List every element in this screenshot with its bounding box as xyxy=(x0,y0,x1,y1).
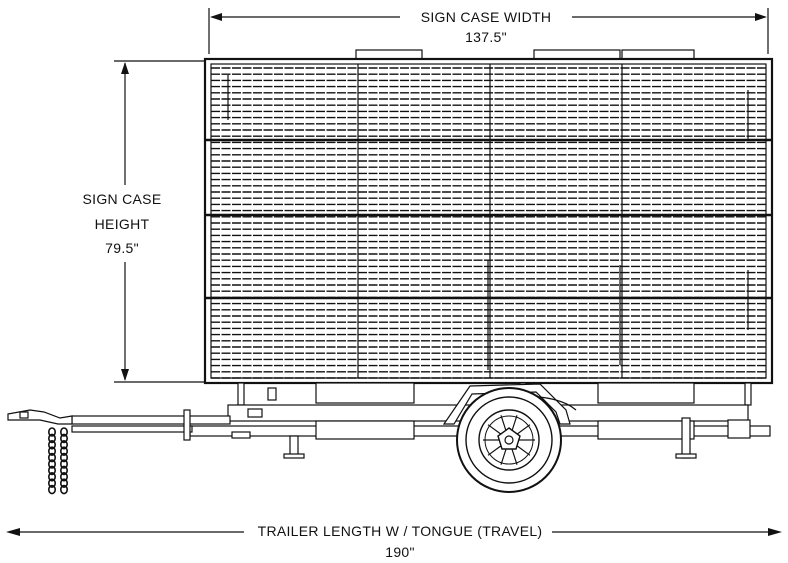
width-dimension: SIGN CASE WIDTH 137.5" xyxy=(208,8,769,54)
wheel-spoke xyxy=(511,415,518,431)
height-arrow-top xyxy=(121,62,129,74)
hitch-coupler xyxy=(7,409,73,425)
wheel-spokes xyxy=(483,415,535,465)
front-jack xyxy=(183,409,191,441)
wheel-spoke xyxy=(487,424,502,435)
chain-link xyxy=(47,439,56,450)
chain-link xyxy=(47,465,56,476)
wheel-spoke xyxy=(516,424,531,435)
chain-link xyxy=(47,452,56,463)
safety-chain xyxy=(47,427,68,495)
chain-link xyxy=(47,478,56,489)
height-label-line2: HEIGHT xyxy=(95,216,150,232)
chain-link xyxy=(59,478,68,489)
chain-link xyxy=(47,427,56,437)
width-arrow-left xyxy=(210,13,222,21)
height-value: 79.5" xyxy=(105,240,139,256)
width-arrow-right xyxy=(755,13,767,21)
wheel xyxy=(456,387,562,493)
fender xyxy=(442,383,571,425)
chain-link xyxy=(59,452,68,463)
sign-case xyxy=(203,49,774,385)
chain-link xyxy=(59,465,68,476)
chain-link xyxy=(59,439,68,450)
chain-link xyxy=(59,471,68,482)
chain-link xyxy=(47,459,56,469)
width-label: SIGN CASE WIDTH xyxy=(421,9,552,25)
chain-link xyxy=(59,433,68,444)
chain-link xyxy=(47,484,56,495)
length-value: 190" xyxy=(385,544,415,560)
width-value: 137.5" xyxy=(465,29,507,45)
panel-separators xyxy=(205,138,772,300)
chain-link xyxy=(59,427,68,437)
length-arrow-right xyxy=(768,528,782,536)
length-dimension: TRAILER LENGTH W / TONGUE (TRAVEL) 190" xyxy=(6,523,782,560)
chain-link xyxy=(47,471,56,482)
length-label: TRAILER LENGTH W / TONGUE (TRAVEL) xyxy=(258,523,543,539)
height-arrow-bottom xyxy=(121,369,129,381)
wheel-spoke xyxy=(516,445,531,456)
trailer-chassis xyxy=(7,382,771,459)
wheel-spoke xyxy=(511,449,518,465)
length-arrow-left xyxy=(6,528,20,536)
wheel-spoke xyxy=(500,449,507,465)
chain-link xyxy=(47,433,56,444)
chain-link xyxy=(59,484,68,495)
module-dividers xyxy=(227,64,749,378)
wheel-spoke xyxy=(500,415,507,431)
rear-jack xyxy=(681,417,691,459)
height-dimension: SIGN CASE HEIGHT 79.5" xyxy=(83,60,205,383)
chain-link xyxy=(47,446,56,457)
height-label-line1: SIGN CASE xyxy=(83,191,162,207)
chain-link xyxy=(59,459,68,469)
wheel-spoke xyxy=(487,445,502,456)
chain-link xyxy=(59,446,68,457)
tongue-bar xyxy=(71,415,231,425)
